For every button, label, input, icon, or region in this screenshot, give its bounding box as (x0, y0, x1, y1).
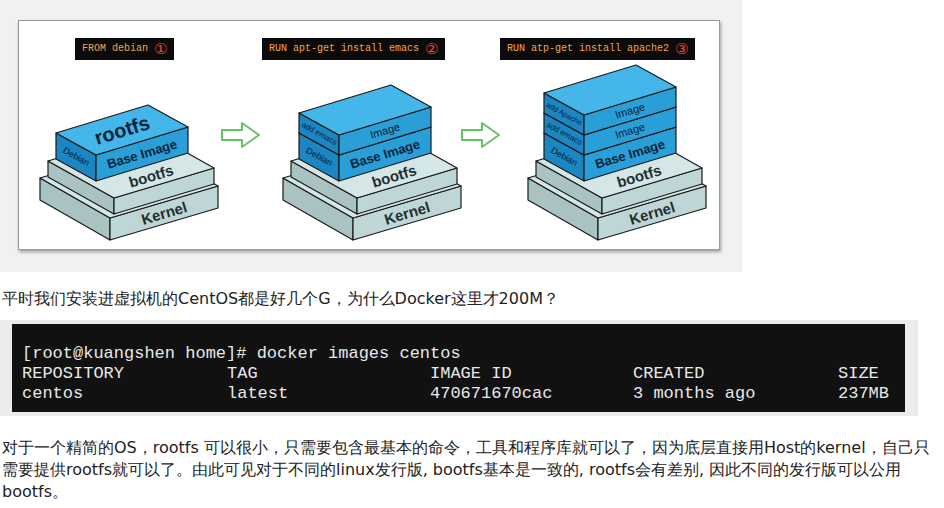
layer-shape (542, 63, 678, 137)
command-tag: FROM debian ① (75, 38, 174, 60)
terminal-cell: CREATED (633, 364, 704, 384)
layer-face (544, 65, 676, 115)
layer-face (299, 85, 431, 135)
layer-block: add ApacheImage (542, 63, 678, 137)
terminal-cell: latest (227, 384, 288, 404)
command-text: RUN atp-get install apache2 (507, 41, 669, 57)
terminal-cell: centos (22, 384, 83, 404)
step-number: ② (425, 41, 438, 57)
terminal-window: [root@kuangshen home]# docker images cen… (12, 324, 905, 412)
terminal-cell: 3 months ago (633, 384, 755, 404)
command-text: FROM debian (82, 41, 148, 57)
terminal-cell: REPOSITORY (22, 364, 124, 384)
command-text: RUN apt-get install emacs (269, 41, 419, 57)
terminal-cell: 470671670cac (430, 384, 552, 404)
paragraph-text: 平时我们安装进虚拟机的CentOS都是好几个G，为什么Docker这里才200M… (2, 288, 932, 310)
step-arrow (462, 123, 499, 147)
terminal-prompt: [root@kuangshen home]# docker images cen… (22, 344, 461, 364)
terminal-cell: IMAGE ID (430, 364, 512, 384)
terminal-cell: 237MB (838, 384, 889, 404)
terminal-cell: SIZE (838, 364, 879, 384)
command-tag: RUN atp-get install apache2 ③ (500, 38, 695, 60)
command-tag: RUN apt-get install emacs ② (262, 38, 445, 60)
terminal-cell: TAG (227, 364, 258, 384)
step-arrow (222, 123, 259, 147)
step-number: ③ (675, 41, 688, 57)
paragraph-text: 对于一个精简的OS，rootfs 可以很小，只需要包含最基本的命令，工具和程序库… (2, 437, 940, 503)
step-number: ① (154, 41, 167, 57)
